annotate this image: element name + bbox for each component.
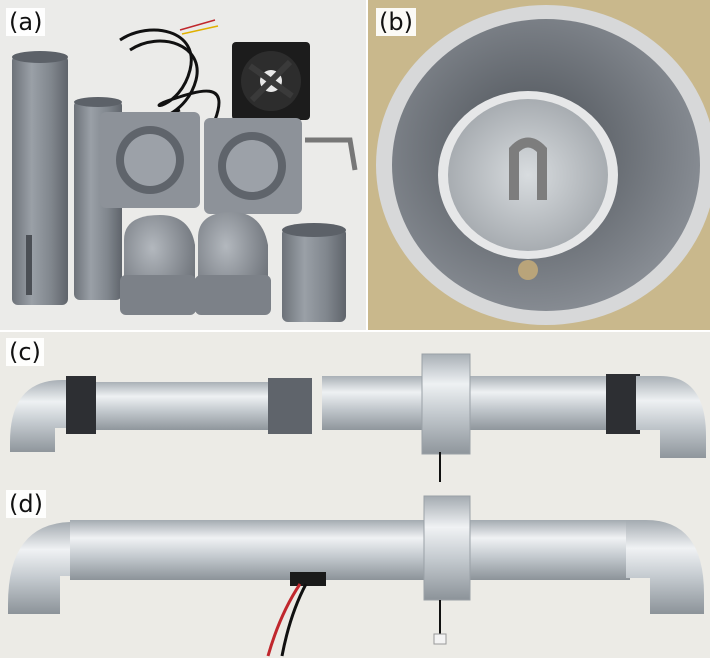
left-half-assembly: [10, 376, 312, 452]
short-pvc-pipe: [282, 223, 346, 322]
long-pvc-pipe: [12, 51, 68, 305]
parts-photo: [12, 19, 358, 322]
two-halves-photo: [10, 353, 706, 482]
panel-c-two-halves: (c): [0, 332, 710, 484]
handle-rod: [509, 137, 547, 200]
panel-b-end-view: (b): [368, 0, 710, 330]
assembled-duct: [8, 495, 704, 614]
right-half-assembly: [322, 353, 706, 482]
panel-d-label: (d): [6, 490, 46, 518]
assembled-photo: [8, 495, 704, 657]
bolt: [518, 260, 538, 280]
panel-a-label: (a): [6, 8, 46, 36]
fan-icon: [232, 42, 310, 120]
allen-key-icon: [305, 137, 358, 171]
power-cable: [266, 572, 447, 657]
panel-b-label: (b): [376, 8, 416, 36]
pvc-elbow-icon: [120, 212, 271, 315]
panel-a-parts: (a): [0, 0, 366, 330]
inner-pipe-inside: [448, 99, 608, 251]
concentric-pipe-photo: [376, 5, 710, 325]
cable-icon: [119, 19, 221, 121]
panel-c-label: (c): [6, 338, 44, 366]
pvc-flange-icon: [100, 112, 302, 214]
panel-d-assembled: (d): [0, 484, 710, 658]
